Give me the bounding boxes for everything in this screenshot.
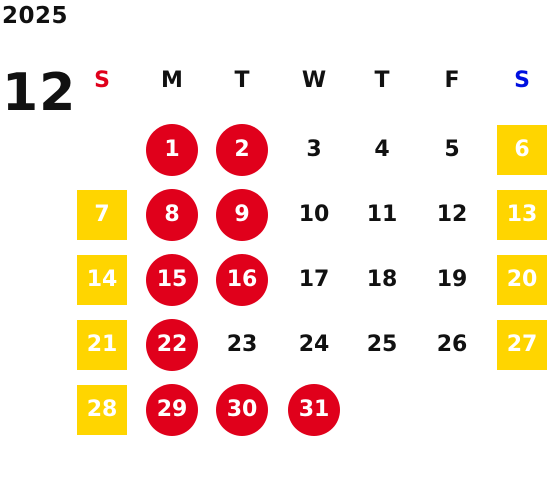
day-cell[interactable]: 22 bbox=[142, 315, 202, 375]
day-cell[interactable]: 3 bbox=[284, 120, 344, 180]
day-number: 24 bbox=[298, 332, 330, 357]
day-cell[interactable]: 29 bbox=[142, 380, 202, 440]
day-cell[interactable]: 19 bbox=[422, 250, 482, 310]
day-number: 19 bbox=[436, 267, 468, 292]
day-number: 27 bbox=[506, 332, 538, 357]
day-number: 5 bbox=[444, 137, 460, 162]
day-cell[interactable]: 21 bbox=[72, 315, 132, 375]
day-cell[interactable]: 23 bbox=[212, 315, 272, 375]
day-number: 29 bbox=[156, 397, 188, 422]
day-number: 4 bbox=[374, 137, 390, 162]
day-cell[interactable]: 28 bbox=[72, 380, 132, 440]
day-number: 13 bbox=[506, 202, 538, 227]
day-number: 2 bbox=[234, 137, 250, 162]
day-cell[interactable]: 26 bbox=[422, 315, 482, 375]
day-number: 26 bbox=[436, 332, 468, 357]
day-number: 9 bbox=[234, 202, 250, 227]
day-cell[interactable]: 8 bbox=[142, 185, 202, 245]
day-cell[interactable]: 27 bbox=[492, 315, 548, 375]
day-number: 6 bbox=[514, 137, 530, 162]
day-cell[interactable]: 10 bbox=[284, 185, 344, 245]
day-number: 8 bbox=[164, 202, 180, 227]
day-cell[interactable]: 12 bbox=[422, 185, 482, 245]
weekday-label: W bbox=[301, 68, 327, 93]
weekday-label: T bbox=[234, 68, 250, 93]
day-number: 15 bbox=[156, 267, 188, 292]
month-label: 12 bbox=[2, 63, 77, 123]
day-number: 28 bbox=[86, 397, 118, 422]
day-number: 22 bbox=[156, 332, 188, 357]
day-number: 17 bbox=[298, 267, 330, 292]
day-cell[interactable]: 18 bbox=[352, 250, 412, 310]
day-cell[interactable]: 6 bbox=[492, 120, 548, 180]
day-number: 10 bbox=[298, 202, 330, 227]
day-number: 31 bbox=[298, 397, 330, 422]
day-cell[interactable]: 2 bbox=[212, 120, 272, 180]
day-number: 3 bbox=[306, 137, 322, 162]
weekday-label: S bbox=[94, 68, 110, 93]
day-cell[interactable]: 1 bbox=[142, 120, 202, 180]
weekday-label: T bbox=[374, 68, 390, 93]
day-cell[interactable]: 16 bbox=[212, 250, 272, 310]
day-cell[interactable]: 20 bbox=[492, 250, 548, 310]
day-number: 16 bbox=[226, 267, 258, 292]
day-number: 11 bbox=[366, 202, 398, 227]
weekday-label: F bbox=[444, 68, 460, 93]
day-number: 25 bbox=[366, 332, 398, 357]
day-number: 21 bbox=[86, 332, 118, 357]
day-number: 18 bbox=[366, 267, 398, 292]
day-number: 30 bbox=[226, 397, 258, 422]
year-label: 2025 bbox=[2, 3, 69, 29]
day-cell[interactable]: 30 bbox=[212, 380, 272, 440]
day-cell[interactable]: 25 bbox=[352, 315, 412, 375]
day-cell[interactable]: 4 bbox=[352, 120, 412, 180]
day-number: 7 bbox=[94, 202, 110, 227]
day-cell[interactable]: 24 bbox=[284, 315, 344, 375]
day-number: 23 bbox=[226, 332, 258, 357]
day-cell[interactable]: 17 bbox=[284, 250, 344, 310]
day-number: 1 bbox=[164, 137, 180, 162]
day-cell[interactable]: 31 bbox=[284, 380, 344, 440]
day-cell[interactable]: 11 bbox=[352, 185, 412, 245]
day-cell[interactable]: 9 bbox=[212, 185, 272, 245]
day-cell[interactable]: 15 bbox=[142, 250, 202, 310]
day-cell[interactable]: 13 bbox=[492, 185, 548, 245]
day-cell[interactable]: 14 bbox=[72, 250, 132, 310]
day-number: 20 bbox=[506, 267, 538, 292]
day-number: 12 bbox=[436, 202, 468, 227]
day-number: 14 bbox=[86, 267, 118, 292]
weekday-label: M bbox=[161, 68, 183, 93]
day-cell[interactable]: 5 bbox=[422, 120, 482, 180]
weekday-label: S bbox=[514, 68, 530, 93]
day-cell[interactable]: 7 bbox=[72, 185, 132, 245]
